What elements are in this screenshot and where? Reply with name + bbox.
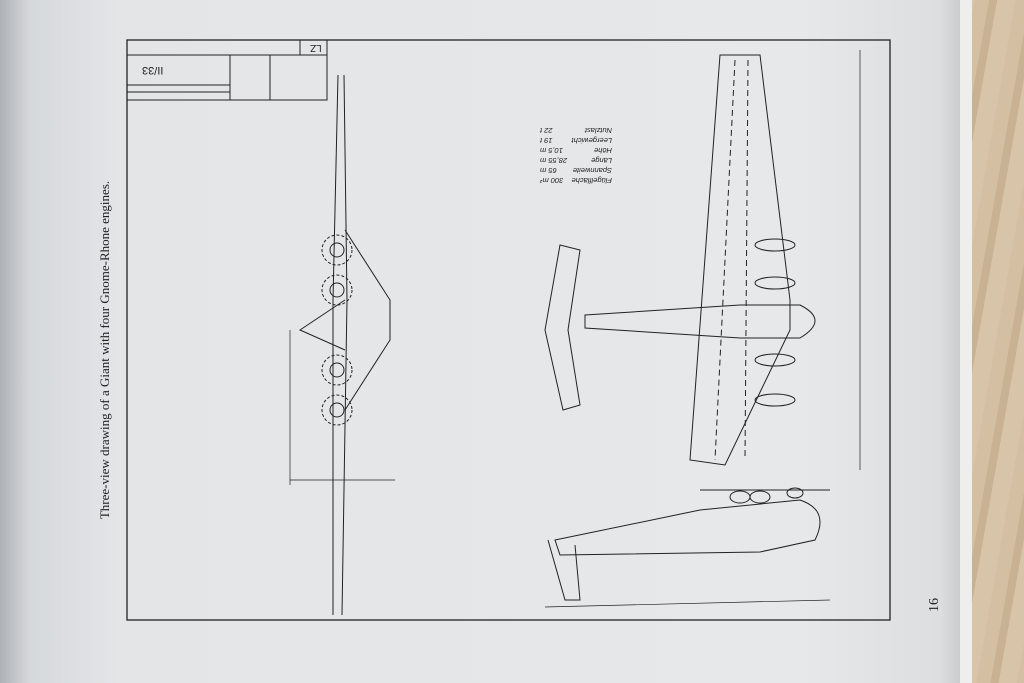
drawing-frame	[126, 39, 891, 621]
top-view	[544, 50, 861, 470]
side-view	[544, 487, 831, 608]
book-page	[0, 0, 968, 683]
front-view	[289, 74, 395, 616]
page-edge	[960, 0, 972, 683]
title-block	[126, 39, 328, 101]
drawing-code: LZ	[310, 42, 322, 53]
sheet-number: II/33	[142, 64, 164, 76]
